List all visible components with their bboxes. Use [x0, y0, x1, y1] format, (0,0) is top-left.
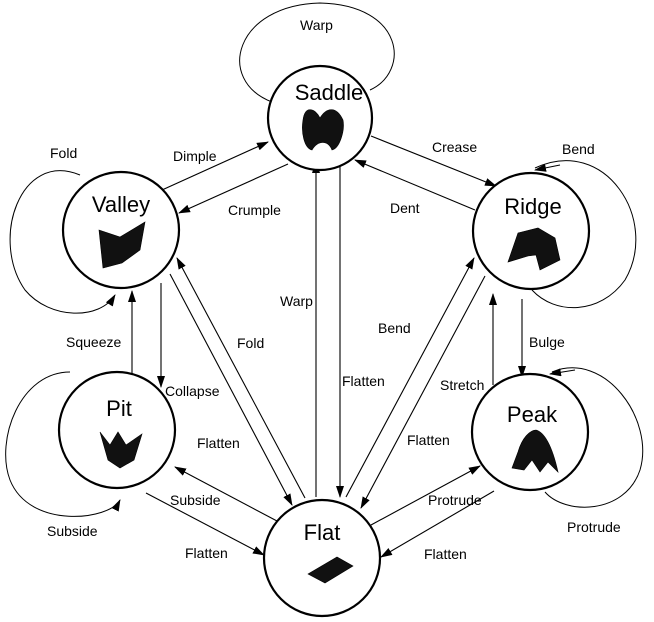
label-crumple: Crumple	[228, 202, 281, 218]
label-warp: Warp	[280, 293, 313, 309]
label-dimple: Dimple	[173, 148, 217, 164]
label-stretch: Stretch	[440, 377, 484, 393]
bend-loop	[531, 160, 637, 309]
protrude-loop	[544, 367, 644, 508]
edge-crease	[370, 135, 497, 187]
valley-shape-icon	[98, 221, 146, 269]
node-ridge-title: Ridge	[504, 194, 561, 219]
peak-shape-icon	[511, 429, 559, 473]
label-flatten-peak: Flatten	[424, 546, 467, 562]
edge-dent	[354, 159, 476, 211]
node-peak-title: Peak	[507, 402, 558, 427]
edge-flatten-valley	[169, 273, 293, 506]
edge-fold	[176, 257, 306, 499]
ridge-shape-icon	[507, 227, 561, 271]
node-saddle-title: Saddle	[295, 80, 364, 105]
label-fold: Fold	[237, 335, 264, 351]
edge-bend	[345, 257, 475, 498]
label-collapse: Collapse	[165, 383, 220, 399]
label-flatten-saddle: Flatten	[342, 373, 385, 389]
edge-flatten-pit	[145, 492, 265, 556]
saddle-shape-icon	[302, 109, 344, 151]
label-protrude-loop: Protrude	[567, 519, 621, 535]
label-dent: Dent	[390, 200, 420, 216]
subside-loop	[5, 371, 121, 517]
edge-dimple	[161, 141, 269, 191]
bend-loop-head	[534, 163, 561, 172]
protrude-loop-head	[549, 368, 576, 377]
edge-crumple	[178, 163, 289, 214]
flat-shape-icon	[307, 556, 354, 584]
label-flatten-pit: Flatten	[185, 545, 228, 561]
label-subside-loop: Subside	[47, 523, 98, 539]
pit-shape-icon	[99, 431, 143, 469]
edge-flatten-peak	[380, 490, 495, 558]
label-bend-loop: Bend	[562, 141, 595, 157]
label-subside: Subside	[170, 492, 221, 508]
label-flatten-valley: Flatten	[197, 435, 240, 451]
fold-loop	[9, 170, 116, 314]
node-flat-title: Flat	[304, 520, 341, 545]
node-valley: Valley	[61, 170, 181, 290]
node-flat: Flat	[262, 498, 382, 618]
node-saddle: Saddle	[266, 64, 374, 172]
label-crease: Crease	[432, 139, 477, 155]
node-pit-title: Pit	[106, 396, 132, 421]
node-ridge: Ridge	[471, 171, 591, 291]
edge-flatten-ridge	[360, 275, 486, 509]
edge-subside	[174, 466, 278, 522]
label-warp-loop: Warp	[300, 17, 333, 33]
node-valley-title: Valley	[92, 192, 150, 217]
label-bulge: Bulge	[529, 334, 565, 350]
label-bend: Bend	[378, 320, 411, 336]
node-pit: Pit	[57, 370, 177, 490]
label-protrude: Protrude	[428, 492, 482, 508]
warp-loop	[239, 2, 395, 110]
label-flatten-ridge: Flatten	[407, 432, 450, 448]
label-fold-loop: Fold	[50, 145, 77, 161]
node-peak: Peak	[470, 372, 590, 492]
edge-protrude	[370, 465, 481, 526]
label-squeeze: Squeeze	[66, 334, 121, 350]
